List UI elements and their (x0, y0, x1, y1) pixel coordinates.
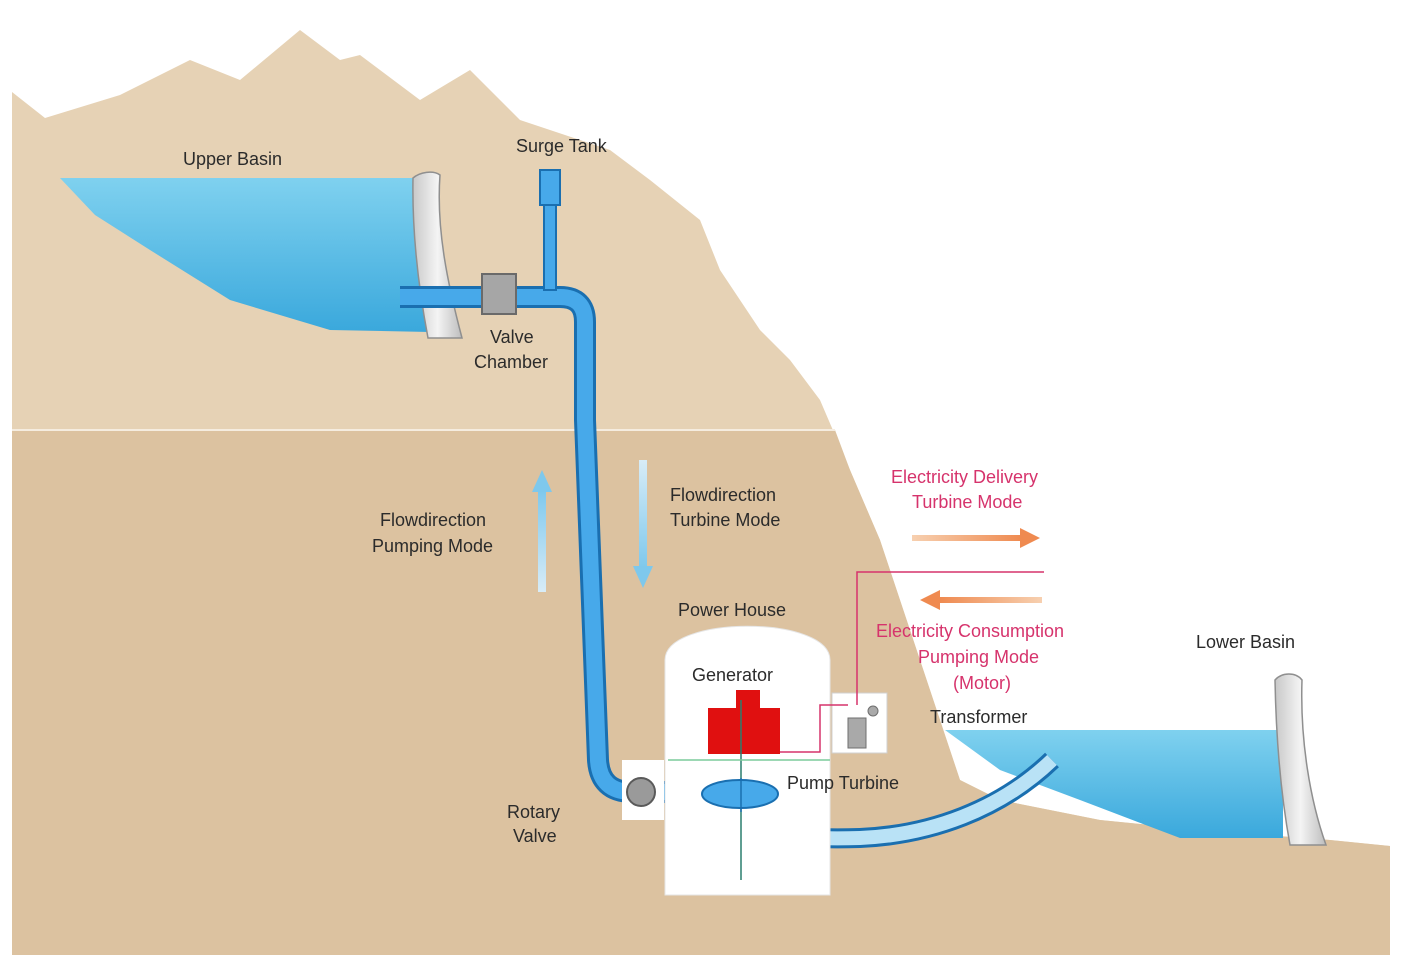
label-flow-turbine-2: Turbine Mode (670, 510, 780, 530)
flow-up-arrow (532, 470, 552, 592)
label-delivery-1: Electricity Delivery (891, 467, 1038, 487)
lower-basin-water (945, 730, 1283, 838)
label-delivery-2: Turbine Mode (912, 492, 1022, 512)
label-flow-pumping-2: Pumping Mode (372, 536, 493, 556)
pump-turbine (701, 778, 779, 812)
label-lower-basin: Lower Basin (1196, 632, 1295, 652)
label-rotary-valve-1: Rotary (507, 802, 560, 822)
penstock-pipe (400, 286, 710, 803)
flow-down-arrow (633, 460, 653, 588)
label-flow-turbine-1: Flowdirection (670, 485, 776, 505)
label-surge-tank: Surge Tank (516, 136, 608, 156)
transformer (831, 692, 888, 754)
consumption-arrow (920, 590, 1042, 610)
label-consumption-2: Pumping Mode (918, 647, 1039, 667)
label-upper-basin: Upper Basin (183, 149, 282, 169)
generator-unit (668, 690, 830, 880)
label-transformer: Transformer (930, 707, 1027, 727)
label-valve-chamber-1: Valve (490, 327, 534, 347)
label-rotary-valve-2: Valve (513, 826, 557, 846)
valve-chamber (481, 273, 517, 315)
rotary-valve (626, 777, 656, 807)
upper-basin-water (60, 178, 430, 332)
label-generator: Generator (692, 665, 773, 685)
label-consumption-1: Electricity Consumption (876, 621, 1064, 641)
label-consumption-3: (Motor) (953, 673, 1011, 693)
surge-tank (539, 169, 561, 291)
label-power-house: Power House (678, 600, 786, 620)
delivery-arrow (912, 528, 1040, 548)
lower-dam (1274, 673, 1328, 846)
label-flow-pumping-1: Flowdirection (380, 510, 486, 530)
label-valve-chamber-2: Chamber (474, 352, 548, 372)
label-pump-turbine: Pump Turbine (787, 773, 899, 793)
power-line (780, 571, 1044, 753)
